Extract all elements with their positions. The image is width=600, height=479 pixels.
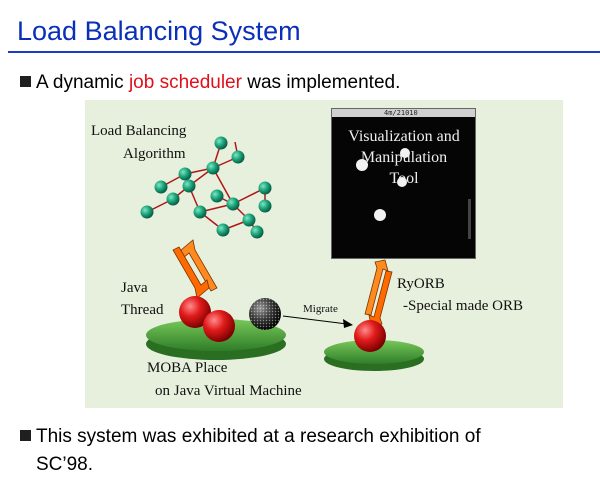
- screen-title: 4m/21010: [384, 109, 418, 117]
- viz-label-line1: Visualization and: [348, 128, 460, 145]
- moba-place-label-line2: on Java Virtual Machine: [155, 383, 302, 399]
- ryorb-label-line1: RyORB: [397, 276, 445, 292]
- left-exchange-arrow: [172, 239, 218, 299]
- bullet-highlight: job scheduler: [128, 72, 242, 93]
- bullet-exhibition-line2: SC’98.: [36, 454, 94, 475]
- bullet-square-icon: [20, 430, 31, 441]
- migrating-thread-ball: [249, 298, 281, 330]
- page-title: Load Balancing System: [17, 16, 301, 46]
- load-balancing-diagram: Load Balancing Algorithm Java Thread Mig…: [85, 100, 563, 408]
- lb-algorithm-label-line1: Load Balancing: [91, 123, 187, 139]
- screen-titlebar: [332, 109, 475, 117]
- ryorb-platform: [324, 340, 424, 371]
- java-thread-label-line1: Java: [121, 280, 148, 296]
- bullet-exhibition-line1: This system was exhibited at a research …: [36, 426, 481, 447]
- right-exchange-arrow: [364, 259, 393, 327]
- bullet-text-post: was implemented.: [241, 72, 401, 93]
- java-thread-label-line2: Thread: [121, 302, 164, 318]
- moba-place-label-line1: MOBA Place: [147, 360, 228, 376]
- bullet-text-pre: A dynamic: [36, 72, 129, 93]
- viz-label-line3: Tool: [389, 170, 419, 187]
- network-nodes: [140, 136, 272, 239]
- migrated-thread-ball: [354, 320, 386, 352]
- migrate-arrow: [282, 315, 353, 328]
- diagram-canvas: [140, 136, 424, 371]
- bullet-square-icon: [20, 76, 31, 87]
- bullet-job-scheduler: A dynamic job scheduler was implemented.: [20, 73, 400, 92]
- visualization-tool-label: Visualization and Manipulation Tool: [336, 126, 472, 189]
- ryorb-label-line2: -Special made ORB: [403, 298, 523, 314]
- title-underline: [8, 51, 600, 53]
- lb-algorithm-label-line2: Algorithm: [123, 146, 186, 162]
- screen-contents: [356, 148, 471, 239]
- java-thread-ball: [179, 296, 211, 328]
- bullet-exhibition: This system was exhibited at a research …: [20, 423, 481, 479]
- java-thread-ball: [203, 310, 235, 342]
- migrate-label: Migrate: [303, 303, 338, 315]
- viz-label-line2: Manipulation: [360, 149, 448, 166]
- visualization-screenshot: 4m/21010 Visualization and Manipulation …: [331, 108, 476, 259]
